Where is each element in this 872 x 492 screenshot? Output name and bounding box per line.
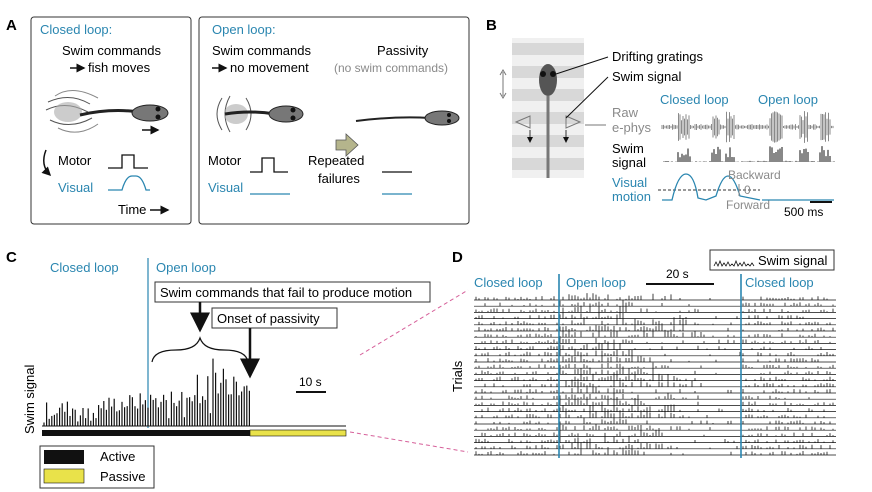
fish-top-view-icon <box>539 64 557 178</box>
d-scale-label: 20 s <box>666 267 689 281</box>
zoom-link-top <box>359 289 469 356</box>
c-swim-trace <box>42 358 346 427</box>
raw-ephys-label-2: e-phys <box>612 120 652 135</box>
d-ylabel: Trials <box>450 360 465 392</box>
struggling-fish-icon <box>216 95 304 133</box>
swim-label-2: signal <box>612 155 646 170</box>
b-traces <box>661 111 835 162</box>
closed-visual-trace <box>108 175 150 191</box>
forward-label: Forward <box>726 198 770 212</box>
passivity-label: Passivity <box>377 43 429 58</box>
visual-motion-trace <box>662 173 761 201</box>
open-motor-trace <box>250 157 288 173</box>
panel-d: D Swim signal 20 s Closed loop Open loop… <box>450 249 836 458</box>
legend-active-swatch <box>44 450 84 464</box>
gratings-pointer <box>555 56 609 75</box>
closed-loop-box <box>30 16 192 225</box>
c-ylabel: Swim signal <box>22 365 37 434</box>
zero-label: 0 <box>744 183 751 197</box>
closed-loop-title: Closed loop: <box>40 22 112 37</box>
open-loop-box <box>198 16 470 225</box>
backward-label: Backward <box>728 168 781 182</box>
c-closed-loop-label: Closed loop <box>50 260 119 275</box>
active-state-bar <box>42 430 250 436</box>
callout-box-2 <box>211 307 338 329</box>
loop-arrow-icon <box>41 149 52 177</box>
raw-ephys-label-1: Raw <box>612 105 639 120</box>
callout-swim-commands: Swim commands that fail to produce motio… <box>160 285 412 300</box>
panel-c: C Closed loop Open loop Swim commands th… <box>6 249 469 489</box>
legend-passive-swatch <box>43 468 85 484</box>
d-closed-loop-1: Closed loop <box>474 275 543 290</box>
time-label: Time <box>118 202 146 217</box>
legend-passive-label: Passive <box>100 469 146 484</box>
closed-visual-label: Visual <box>58 180 93 195</box>
c-open-loop-label: Open loop <box>156 260 216 275</box>
passive-fish-icon <box>355 110 460 126</box>
visual-motion-label-1: Visual <box>612 175 647 190</box>
visual-motion-label-2: motion <box>612 189 651 204</box>
panel-a-label: A <box>6 17 17 34</box>
callout-onset-passivity: Onset of passivity <box>217 311 320 326</box>
failure-brace <box>151 336 249 363</box>
electrode-left-icon <box>514 115 531 129</box>
open-visual-label: Visual <box>208 180 243 195</box>
open-swim-commands: Swim commands <box>212 43 311 58</box>
panel-b: B Drifting gratings Swim signal Raw <box>486 17 835 219</box>
closed-motor-trace <box>108 154 148 169</box>
swim-signal-label-b: Swim signal <box>612 69 681 84</box>
open-motor-label: Motor <box>208 153 242 168</box>
b-open-loop-label: Open loop <box>758 92 818 107</box>
closed-motor-label: Motor <box>58 153 92 168</box>
c-scale-label: 10 s <box>299 375 322 389</box>
panel-a: A Closed loop: Swim commands fish moves … <box>6 16 470 225</box>
open-loop-title: Open loop: <box>212 22 276 37</box>
swimming-fish-icon <box>45 90 169 133</box>
progression-arrow-icon <box>335 133 359 157</box>
b-closed-loop-label: Closed loop <box>660 92 729 107</box>
panel-d-label: D <box>452 249 463 266</box>
failures-label: failures <box>318 171 360 186</box>
zoom-link-bottom <box>349 431 469 453</box>
open-no-movement: no movement <box>230 60 309 75</box>
swim-label-1: Swim <box>612 141 644 156</box>
d-legend-label: Swim signal <box>758 253 827 268</box>
b-scale-label: 500 ms <box>784 205 823 219</box>
legend-active-label: Active <box>100 449 135 464</box>
panel-b-label: B <box>486 17 497 34</box>
callout-box-1 <box>154 281 431 303</box>
d-legend-trace <box>713 259 755 267</box>
repeated-label: Repeated <box>308 153 364 168</box>
closed-swim-commands: Swim commands <box>62 43 161 58</box>
panel-c-label: C <box>6 249 17 266</box>
drifting-gratings-label: Drifting gratings <box>612 49 704 64</box>
passive-state-bar <box>249 429 347 437</box>
no-swim-commands-label: (no swim commands) <box>334 61 448 75</box>
d-closed-loop-2: Closed loop <box>745 275 814 290</box>
d-open-loop: Open loop <box>566 275 626 290</box>
closed-fish-moves: fish moves <box>88 60 151 75</box>
d-trials <box>474 293 836 456</box>
electrode-right-icon <box>565 115 582 129</box>
swim-signal-pointer <box>565 76 609 119</box>
